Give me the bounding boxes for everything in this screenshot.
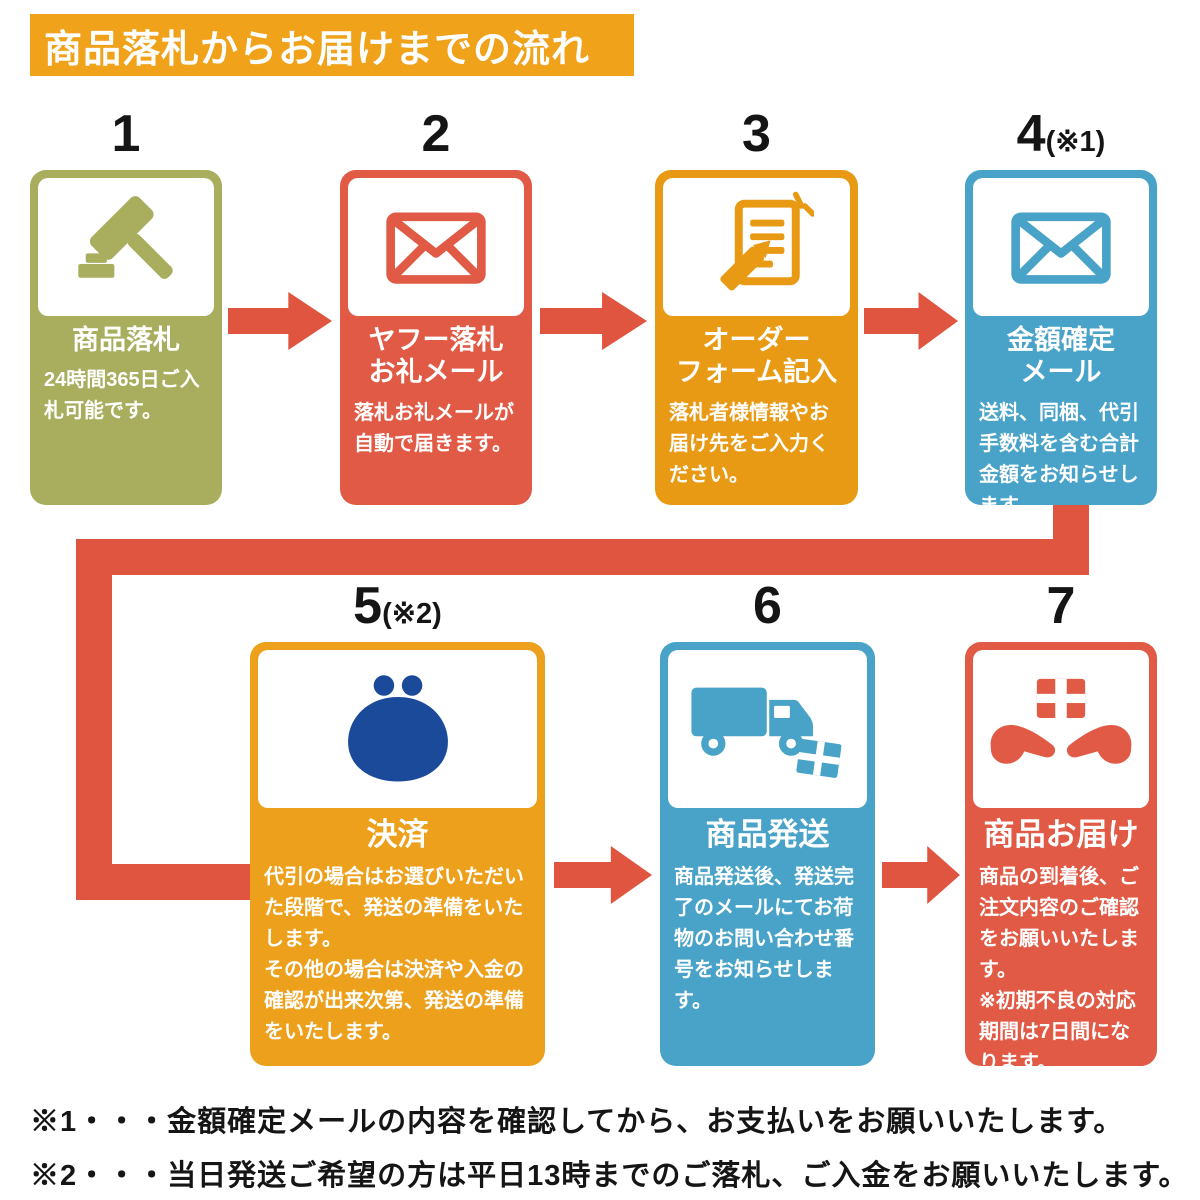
hands-package-icon <box>990 678 1132 764</box>
flow-arrow-icon <box>554 846 652 904</box>
mail-icon <box>1011 212 1111 284</box>
footnote-2: ※2・・・当日発送ご希望の方は平日13時までのご落札、ご入金をお願いいたします。 <box>30 1160 1189 1192</box>
flow-arrow-icon <box>882 846 960 904</box>
step-desc: 24時間365日ご入札可能です。 <box>44 369 200 423</box>
step-number-4: 4(※1) <box>1016 105 1106 163</box>
step-label: 商品落札 <box>72 325 180 355</box>
step-desc: 代引の場合はお選びいただいた段階で、発送の準備をいたします。 その他の場合は決済… <box>264 866 524 1044</box>
step-icon-area <box>973 178 1149 316</box>
step-icon-area <box>668 650 867 808</box>
step-icon-area <box>663 178 850 316</box>
step-card-shipping: 商品発送 商品発送後、発送完了のメールにてお荷物のお問い合わせ番号をお知らせしま… <box>660 642 875 1066</box>
step-icon-area <box>348 178 524 316</box>
step-card-payment: 決済 代引の場合はお選びいただいた段階で、発送の準備をいたします。 その他の場合… <box>250 642 545 1066</box>
purse-icon <box>347 675 448 782</box>
footnote-1: ※1・・・金額確定メールの内容を確認してから、お支払いをお願いいたします。 <box>30 1106 1124 1138</box>
mail-icon <box>386 212 486 284</box>
step-desc: 商品の到着後、ご注文内容のご確認をお願いいたします。 ※初期不良の対応期間は7日… <box>979 866 1139 1075</box>
step-icon-area <box>38 178 214 316</box>
step-number-5: 5(※2) <box>353 577 442 635</box>
flow-connector-segment <box>76 539 1089 575</box>
step-number-3: 3 <box>742 105 771 163</box>
flow-arrow-icon <box>540 292 647 350</box>
step-desc: 落札お礼メールが自動で届きます。 <box>354 401 514 455</box>
step-label: ヤフー落札 お礼メール <box>368 325 504 388</box>
step-label: 商品発送 <box>705 817 830 852</box>
step-label: 決済 <box>366 817 429 852</box>
gavel-icon <box>78 196 173 279</box>
order-form-icon <box>719 191 814 291</box>
step-card-order-form: オーダー フォーム記入 落札者様情報やお届け先をご入力ください。 <box>655 170 858 505</box>
step-desc: 送料、同梱、代引手数料を含む合計金額をお知らせします。 <box>979 401 1139 517</box>
flow-connector-segment <box>76 539 112 900</box>
step-icon-area <box>973 650 1149 808</box>
page-title: 商品落札からお届けまでの流れ <box>30 14 634 76</box>
flow-arrow-icon <box>228 292 332 350</box>
flow-connector-segment <box>76 864 254 900</box>
flow-arrow-icon <box>864 292 958 350</box>
step-desc: 商品発送後、発送完了のメールにてお荷物のお問い合わせ番号をお知らせします。 <box>674 866 854 1013</box>
step-desc: 落札者様情報やお届け先をご入力ください。 <box>669 401 829 486</box>
step-card-thanks-mail: ヤフー落札 お礼メール 落札お礼メールが自動で届きます。 <box>340 170 532 505</box>
step-card-auction: 商品落札 24時間365日ご入札可能です。 <box>30 170 222 505</box>
step-label: オーダー フォーム記入 <box>675 325 838 388</box>
step-label: 金額確定 メール <box>1007 325 1115 388</box>
step-number-2: 2 <box>421 105 451 163</box>
step-label: 商品お届け <box>983 817 1139 852</box>
step-number-7: 7 <box>1046 577 1076 635</box>
step-number-1: 1 <box>111 105 141 163</box>
step-card-delivery: 商品お届け 商品の到着後、ご注文内容のご確認をお願いいたします。 ※初期不良の対… <box>965 642 1157 1074</box>
step-number-6: 6 <box>753 577 782 635</box>
step-card-price-mail: 金額確定 メール 送料、同梱、代引手数料を含む合計金額をお知らせします。 <box>965 170 1157 517</box>
truck-icon <box>690 687 841 778</box>
step-icon-area <box>258 650 537 808</box>
